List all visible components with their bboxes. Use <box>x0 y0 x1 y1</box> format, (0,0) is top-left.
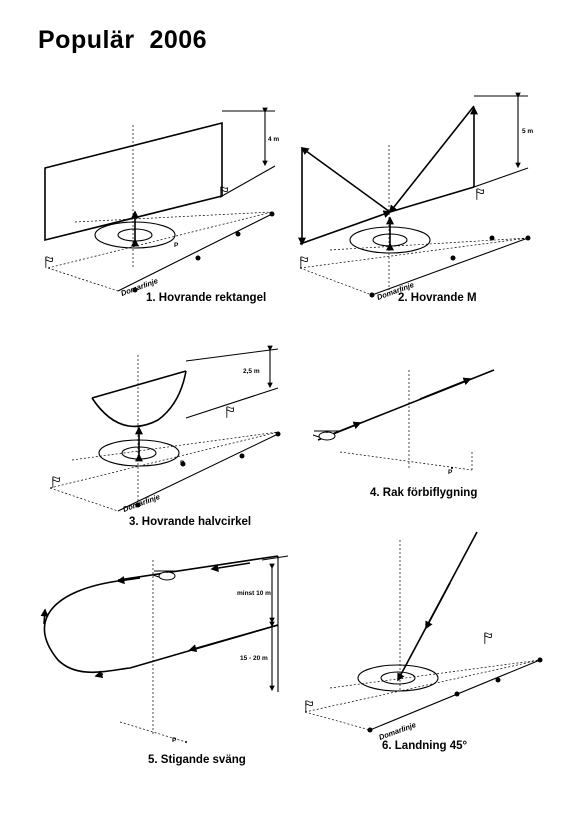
diagram-hovrande-halvcirkel <box>49 345 281 512</box>
caption-5: 5. Stigande sväng <box>148 754 246 766</box>
page-title: Populär 2006 <box>38 26 208 54</box>
diagram-stigande-svang <box>40 555 289 743</box>
judge-line-label-3: Domarlinje <box>122 492 162 514</box>
pilot-marker-3: P <box>180 460 185 467</box>
flag-icon <box>305 700 313 712</box>
caption-1: 1. Hovrande rektangel <box>146 292 267 304</box>
pilot-marker-4: P <box>448 469 453 476</box>
flag-icon <box>300 256 308 268</box>
caption-4: 4. Rak förbiflygning <box>370 487 478 499</box>
height-label-2: 5 m <box>522 128 533 135</box>
flag-icon <box>45 256 53 268</box>
pilot-marker-5: P <box>172 737 177 744</box>
caption-6: 6. Landning 45° <box>382 740 468 752</box>
height-label-5b: 15 - 20 m <box>240 655 268 662</box>
diagram-hovrande-m <box>298 92 531 298</box>
height-label-5a: minst 10 m <box>237 590 271 597</box>
pilot-marker-1: P <box>174 242 179 249</box>
helicopter-icon <box>152 570 181 581</box>
diagram-rak-forbiflygning <box>312 369 495 471</box>
flag-icon <box>484 632 492 644</box>
height-label-1: 4 m <box>268 136 279 143</box>
diagram-hovrande-rektangel <box>44 107 276 293</box>
judge-line-label-6: Domarlinje <box>378 720 418 742</box>
diagram-landning-45 <box>304 531 543 733</box>
height-label-3: 2,5 m <box>243 368 260 375</box>
caption-2: 2. Hovrande M <box>398 292 477 304</box>
caption-3: 3. Hovrande halvcirkel <box>129 516 252 528</box>
flag-icon <box>226 406 234 418</box>
flag-icon <box>476 188 484 200</box>
